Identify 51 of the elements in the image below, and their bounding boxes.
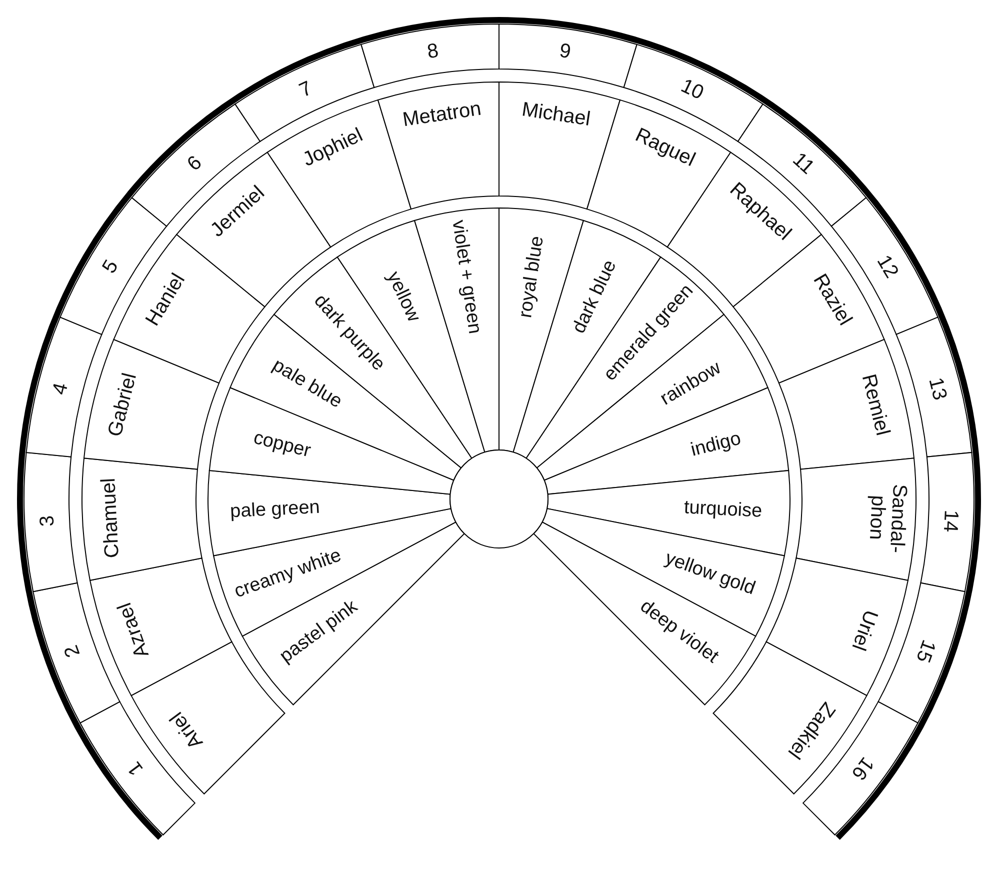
color-name: violet + green [448, 219, 484, 336]
number-label: 11 [788, 149, 818, 179]
color-name: royal blue [516, 235, 548, 320]
ring-segment [82, 458, 202, 581]
center-circle [450, 450, 548, 548]
number-label: 12 [872, 252, 902, 282]
number-label: 10 [678, 76, 707, 105]
angel-name: Gabriel [104, 370, 141, 439]
angel-name: Remiel [858, 372, 894, 438]
angel-name: Chamuel [99, 478, 124, 559]
angel-name: Michael [520, 100, 592, 131]
number-label: 13 [924, 376, 950, 403]
number-label: 1 [124, 758, 148, 779]
ring-segment [796, 458, 916, 581]
number-label: 2 [62, 642, 86, 660]
color-name: turquoise [683, 498, 762, 522]
number-label: 3 [36, 515, 58, 528]
color-name: pale green [230, 498, 321, 522]
ring-segment [498, 24, 638, 88]
number-label: 15 [910, 637, 938, 666]
color-name: copper [251, 428, 312, 462]
color-name: pale blue [268, 355, 346, 412]
angel-name: Uriel [848, 606, 882, 653]
ring-segment [920, 452, 974, 592]
number-label: 9 [558, 40, 572, 64]
angel-name: Metatron [401, 99, 483, 132]
number-label: 5 [99, 256, 124, 277]
ring-segment [377, 82, 500, 210]
number-label: 8 [426, 40, 440, 64]
color-name: indigo [689, 428, 744, 460]
ring-segment [766, 558, 908, 696]
number-label: 6 [184, 152, 207, 176]
color-name: dark blue [569, 256, 620, 336]
ring-segment [896, 316, 972, 458]
ring-segment [878, 582, 966, 724]
ring-segment [498, 82, 621, 210]
number-label: 16 [846, 753, 878, 784]
ring-segment [778, 338, 914, 470]
ring-segment [360, 24, 500, 88]
number-label: 7 [296, 78, 316, 102]
ring-segment [84, 338, 220, 470]
ring-segment [26, 316, 102, 458]
ring-segment [533, 522, 756, 706]
number-label: 4 [49, 381, 72, 398]
ring-segment [90, 558, 232, 696]
color-name: yellow gold [662, 549, 758, 600]
angel-name: Sandal-phon [863, 482, 910, 556]
angel-name: Azrael [114, 599, 154, 660]
ring-segment [24, 452, 78, 592]
color-name: creamy white [232, 546, 344, 603]
number-label: 14 [939, 510, 962, 533]
